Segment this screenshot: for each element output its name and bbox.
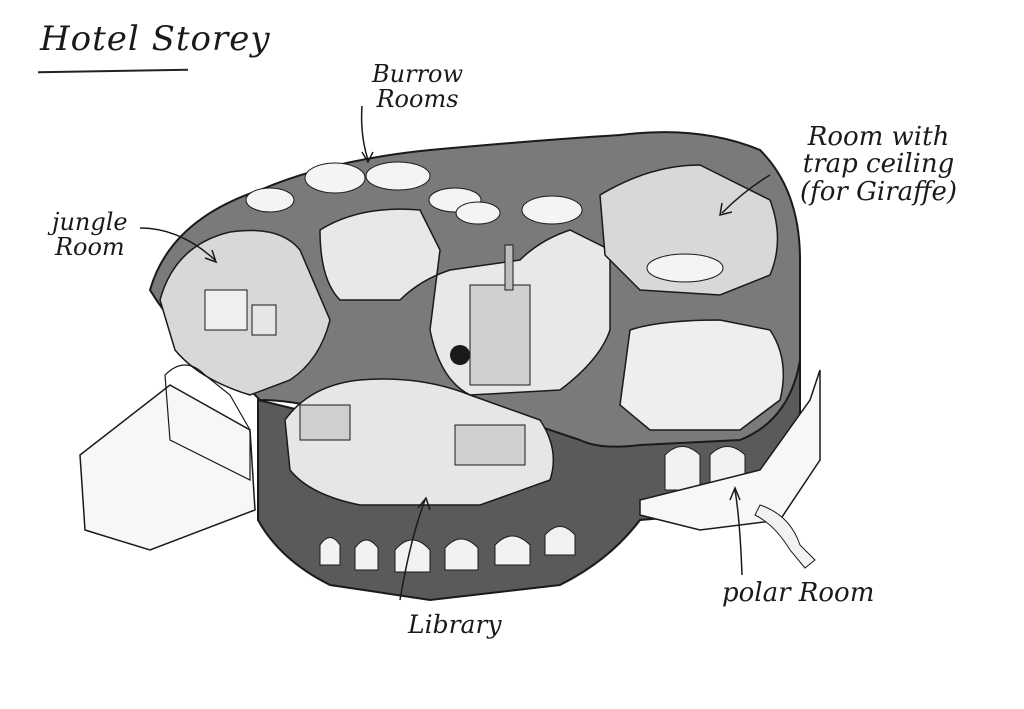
label-burrow-rooms: Burrow Rooms <box>372 60 464 114</box>
jungle-desk <box>251 304 277 336</box>
greenhouse-terrace <box>79 384 256 551</box>
burrow-hole <box>455 201 501 225</box>
library-leader <box>399 499 426 601</box>
label-line: jungle <box>52 208 128 236</box>
burrow-hole <box>304 162 366 194</box>
burrow-arrowhead <box>361 151 374 164</box>
label-library: Library <box>408 610 502 639</box>
label-line: Room with <box>807 122 950 152</box>
polar-arrowhead <box>729 486 741 501</box>
burrow-hole <box>365 161 431 191</box>
jungle-leader <box>139 227 216 261</box>
label-line: Burrow <box>372 60 464 88</box>
bookshelf <box>299 404 351 441</box>
trap-floor <box>646 253 724 283</box>
label-polar-room: polar Room <box>722 578 875 608</box>
bookshelf <box>454 424 526 466</box>
label-line: Room <box>54 233 125 262</box>
label-line: Rooms <box>376 85 459 114</box>
label-line: trap ceiling <box>802 149 955 180</box>
leader-lines <box>139 105 771 601</box>
chimney <box>504 244 514 291</box>
trap-ceiling-room <box>599 164 779 296</box>
dark-opening <box>450 345 470 365</box>
trap-arrowhead <box>719 202 733 217</box>
burrow-hole <box>521 195 583 225</box>
page-title: Hotel Storey <box>40 19 271 59</box>
library-room <box>284 378 555 506</box>
trap-leader <box>721 174 771 214</box>
library-arrowhead <box>417 496 431 511</box>
tower-block <box>469 284 531 386</box>
polar-room <box>619 319 785 431</box>
burrow-leader <box>360 105 369 161</box>
label-jungle-room: jungle Room <box>52 208 128 262</box>
greenhouse-glass <box>164 364 251 481</box>
jungle-arrowhead <box>204 249 218 264</box>
burrow-hole <box>245 187 295 213</box>
label-trap-ceiling-room: Room with trap ceiling (for Giraffe) <box>800 122 958 207</box>
central-atrium <box>319 208 611 396</box>
jungle-bed <box>204 289 248 331</box>
label-line: (for Giraffe) <box>800 176 958 207</box>
polar-terrace <box>639 369 821 531</box>
polar-leader <box>734 489 743 576</box>
slide <box>754 504 816 569</box>
